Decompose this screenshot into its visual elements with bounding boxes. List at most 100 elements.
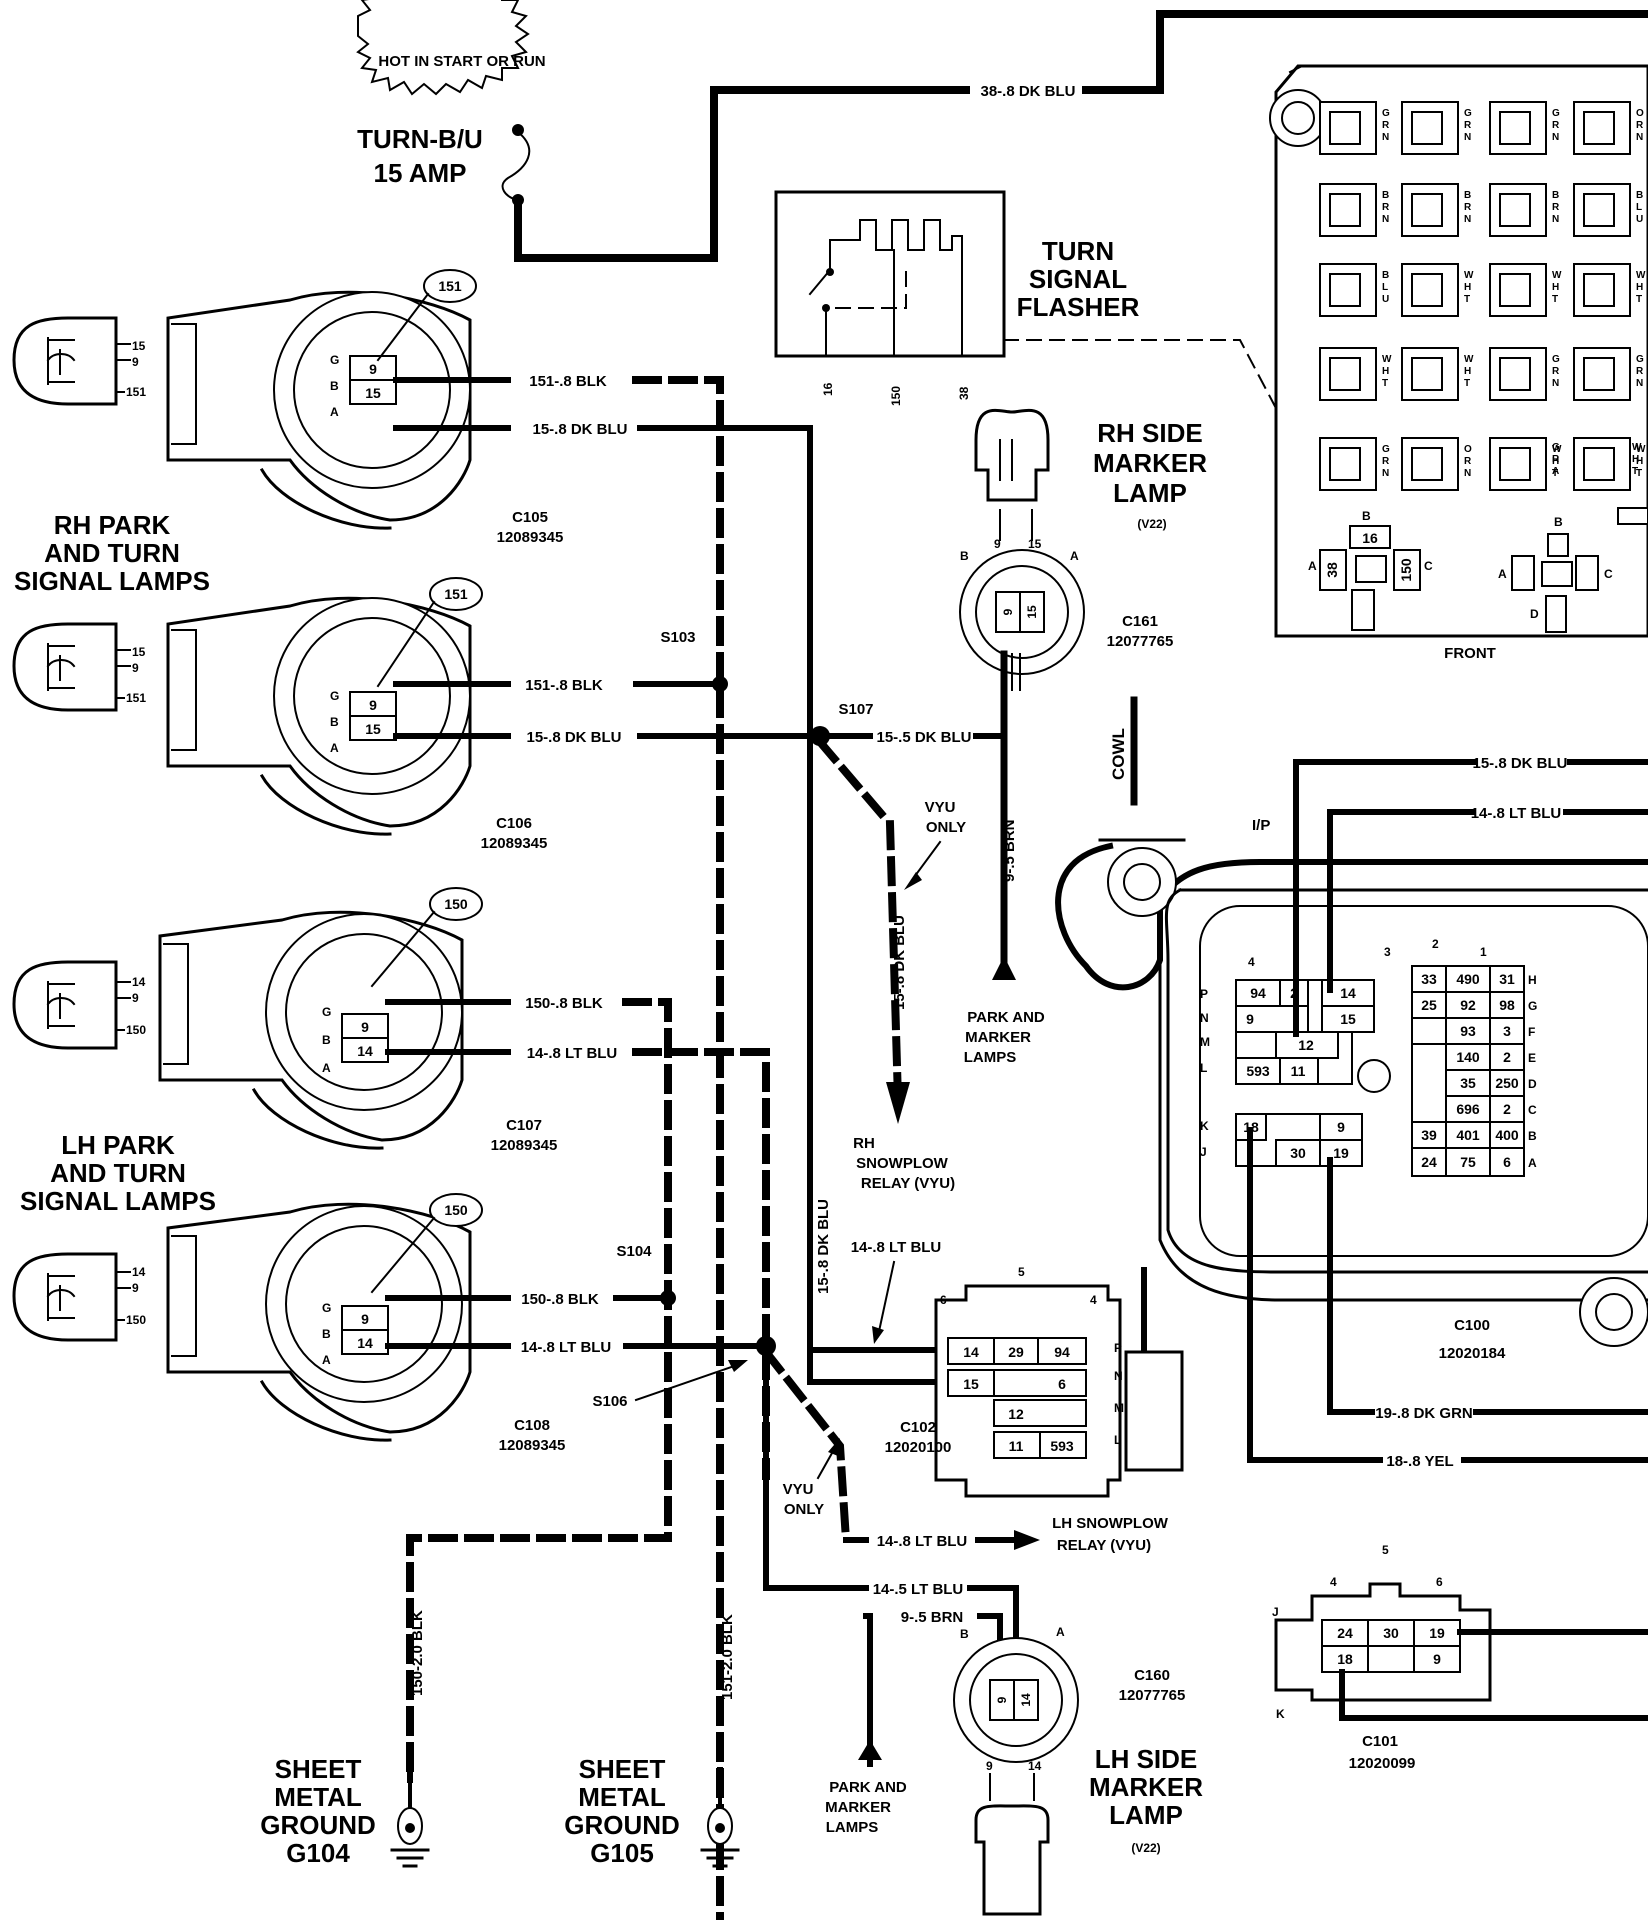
svg-text:9: 9 [132, 661, 139, 675]
wire-38-top [1078, 10, 1648, 94]
connector-c102: 14 29 94 15 6 12 11 593 P N M L 6 5 4 C1… [885, 1265, 1184, 1498]
svg-text:14: 14 [132, 1265, 146, 1279]
svg-text:151-.8 BLK: 151-.8 BLK [529, 373, 607, 390]
flasher-pin-38: 38 [957, 386, 971, 400]
svg-text:RH: RH [853, 1135, 875, 1152]
svg-text:75: 75 [1460, 1154, 1476, 1170]
svg-text:9: 9 [1246, 1011, 1254, 1027]
svg-text:G: G [1528, 999, 1537, 1013]
svg-text:MARKER: MARKER [1093, 448, 1207, 478]
svg-text:ONLY: ONLY [926, 819, 966, 836]
svg-text:4: 4 [1090, 1293, 1097, 1307]
svg-text:LAMPS: LAMPS [964, 1049, 1017, 1066]
flasher-line3: FLASHER [1017, 292, 1140, 322]
svg-text:151: 151 [444, 586, 468, 602]
svg-text:MARKER: MARKER [965, 1029, 1031, 1046]
lh-side-marker: 9 14 B A 9 14 LH SIDE MARKER LAMP (V22) … [953, 1625, 1203, 1916]
c108-part: 12089345 [499, 1437, 566, 1454]
rh-side-marker: 9 15 9 15 B A 9-.5 BRN PARK AND MARKER L… [959, 408, 1207, 1066]
c105-part: 12089345 [497, 529, 564, 546]
svg-text:A: A [1528, 1156, 1537, 1170]
svg-text:K: K [1200, 1119, 1209, 1133]
splice-s104-dot [660, 1290, 676, 1306]
svg-text:92: 92 [1460, 997, 1476, 1013]
svg-text:E: E [1528, 1051, 1536, 1065]
svg-text:12077765: 12077765 [1107, 633, 1174, 650]
svg-text:6: 6 [1436, 1575, 1443, 1589]
svg-text:A: A [322, 1061, 331, 1075]
svg-text:16: 16 [1362, 530, 1378, 546]
svg-text:14-.8 LT BLU: 14-.8 LT BLU [521, 1339, 612, 1356]
svg-text:2: 2 [1503, 1101, 1511, 1117]
svg-text:150: 150 [444, 1202, 468, 1218]
svg-text:15: 15 [365, 385, 381, 401]
svg-text:1: 1 [1480, 945, 1487, 959]
svg-text:(V22): (V22) [1131, 1841, 1160, 1855]
svg-text:B: B [1362, 509, 1371, 523]
svg-text:AND TURN: AND TURN [44, 538, 180, 568]
svg-text:24: 24 [1337, 1625, 1353, 1641]
c107-name: C107 [506, 1117, 542, 1134]
svg-text:15: 15 [132, 339, 146, 353]
svg-text:C161: C161 [1122, 613, 1158, 630]
svg-text:9: 9 [361, 1311, 369, 1327]
svg-text:A: A [1498, 567, 1507, 581]
svg-text:30: 30 [1383, 1625, 1399, 1641]
svg-text:RELAY (VYU): RELAY (VYU) [1057, 1537, 1151, 1554]
svg-text:140: 140 [1456, 1049, 1480, 1065]
svg-text:94: 94 [1054, 1344, 1070, 1360]
c106-part: 12089345 [481, 835, 548, 852]
svg-text:B: B [1554, 515, 1563, 529]
svg-text:G: G [322, 1005, 331, 1019]
svg-text:SIGNAL LAMPS: SIGNAL LAMPS [14, 566, 210, 596]
svg-text:LH SIDE: LH SIDE [1095, 1744, 1198, 1774]
svg-text:FRONT: FRONT [1444, 645, 1496, 662]
svg-text:33: 33 [1421, 971, 1437, 987]
svg-text:15: 15 [365, 721, 381, 737]
svg-text:150: 150 [126, 1313, 146, 1327]
svg-text:3: 3 [1503, 1023, 1511, 1039]
svg-text:14: 14 [132, 975, 146, 989]
svg-text:9: 9 [995, 1696, 1009, 1703]
svg-text:31: 31 [1499, 971, 1515, 987]
svg-text:B: B [330, 715, 339, 729]
svg-text:15-.8 DK BLU: 15-.8 DK BLU [1472, 755, 1567, 772]
svg-text:METAL: METAL [578, 1782, 666, 1812]
flasher-line2: SIGNAL [1029, 264, 1127, 294]
svg-text:I/P: I/P [1252, 817, 1270, 834]
svg-text:C: C [1424, 559, 1433, 573]
fuse-turn-bu: TURN-B/U 15 AMP [357, 124, 531, 206]
splice-s107: S107 [838, 701, 873, 718]
svg-text:F: F [1528, 1025, 1535, 1039]
svg-text:9: 9 [1337, 1119, 1345, 1135]
svg-text:490: 490 [1456, 971, 1480, 987]
svg-text:P: P [1114, 1341, 1122, 1355]
svg-text:6: 6 [940, 1293, 947, 1307]
svg-text:94: 94 [1250, 985, 1266, 1001]
svg-text:B: B [960, 1627, 969, 1641]
svg-text:15-.8 DK BLU: 15-.8 DK BLU [526, 729, 621, 746]
svg-text:B: B [322, 1327, 331, 1341]
svg-text:A: A [1070, 549, 1079, 563]
svg-text:12020184: 12020184 [1439, 1345, 1506, 1362]
svg-text:9: 9 [132, 355, 139, 369]
svg-text:5: 5 [1382, 1543, 1389, 1557]
flasher-pin-16: 16 [821, 382, 835, 396]
svg-text:150-.8 BLK: 150-.8 BLK [521, 1291, 599, 1308]
c100-grid: 94 2 14 9 15 12 593 11 P N M L 4 3 2 1 [1200, 937, 1537, 1177]
svg-text:SNOWPLOW: SNOWPLOW [856, 1155, 948, 1172]
svg-text:11: 11 [1291, 1063, 1306, 1079]
svg-text:SHEET: SHEET [579, 1754, 666, 1784]
fuse-rating: 15 AMP [374, 158, 467, 188]
svg-text:15: 15 [1028, 537, 1042, 551]
